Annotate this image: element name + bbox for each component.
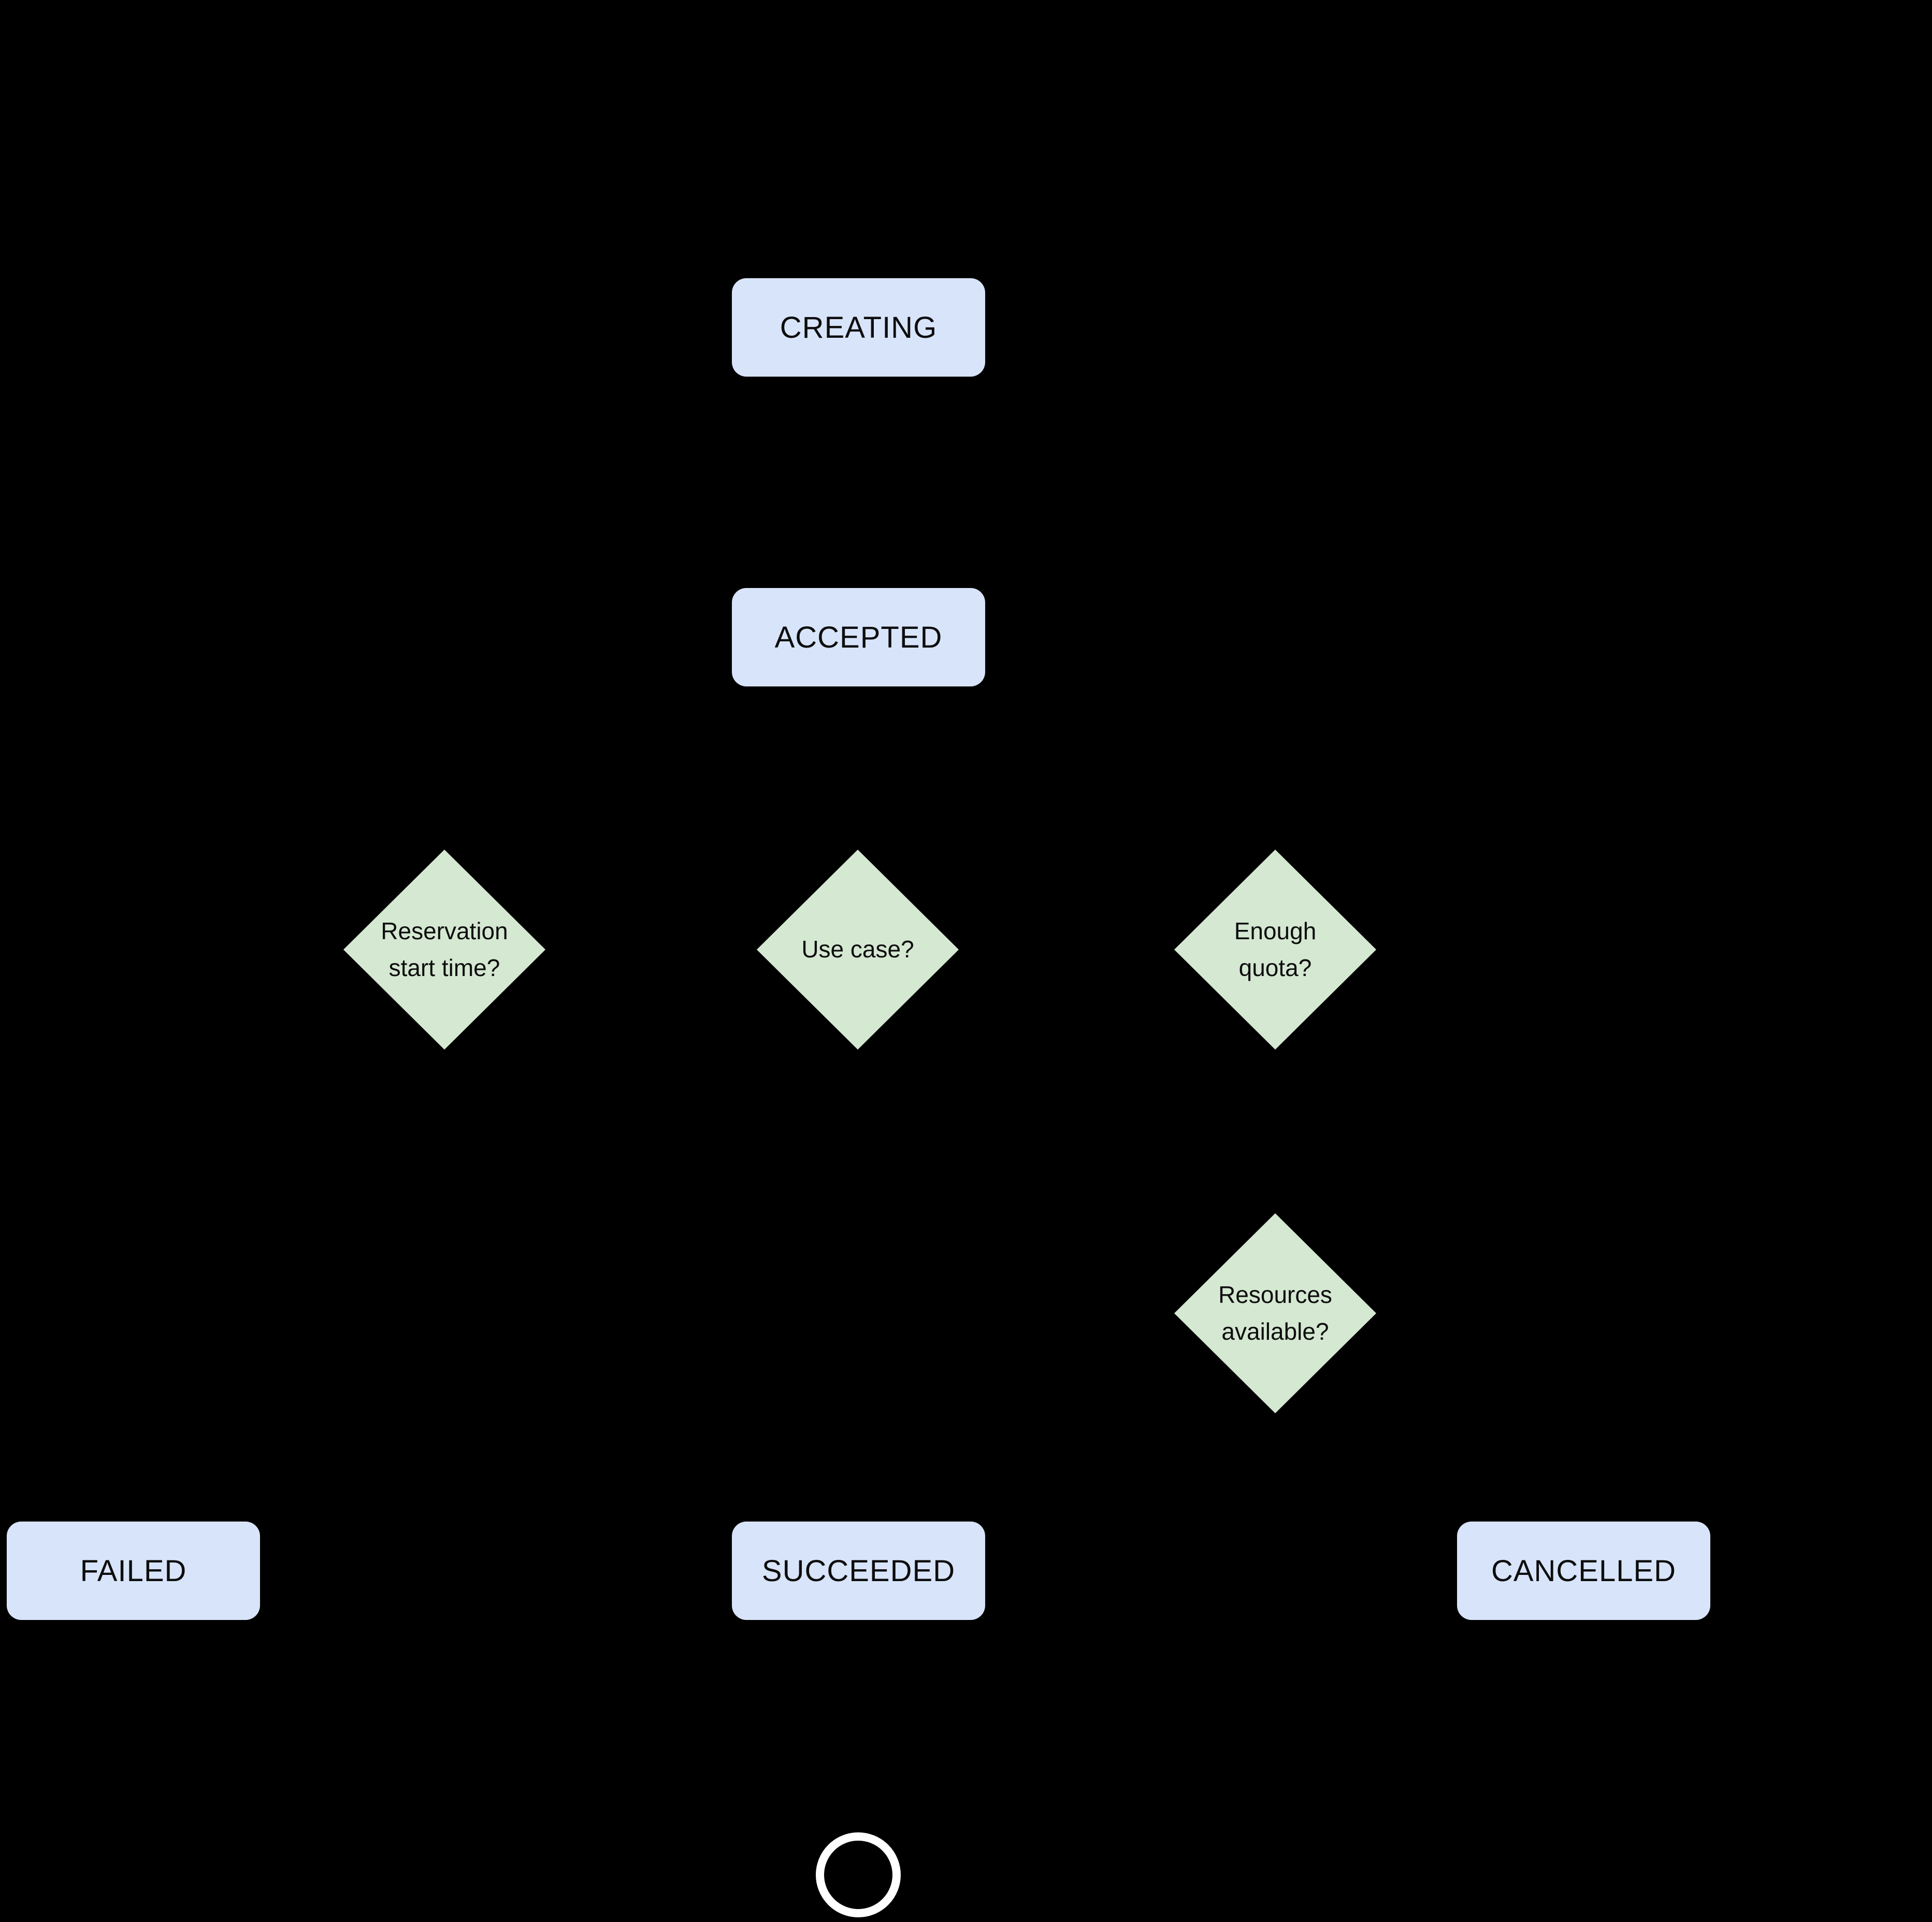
- decision-label-line1: Enough: [1234, 917, 1317, 944]
- state-node-cancelled: CANCELLED: [1457, 1522, 1710, 1620]
- decision-label-line1: Resources: [1218, 1281, 1332, 1308]
- state-node-creating: CREATING: [732, 278, 985, 377]
- decision-node-reservation-start-time: Reservation start time?: [343, 850, 545, 1050]
- state-label-failed: FAILED: [80, 1554, 187, 1588]
- state-label-cancelled: CANCELLED: [1491, 1554, 1677, 1588]
- decision-node-use-case: Use case?: [757, 850, 959, 1050]
- decision-label-line2: start time?: [388, 954, 500, 981]
- state-node-failed: FAILED: [7, 1522, 260, 1620]
- decision-node-resources-available: Resources available?: [1174, 1213, 1376, 1413]
- state-node-accepted: ACCEPTED: [732, 588, 985, 686]
- decision-node-enough-quota: Enough quota?: [1174, 850, 1376, 1050]
- decision-label-line2: quota?: [1238, 954, 1312, 981]
- decision-label-line1: Use case?: [801, 936, 914, 963]
- state-label-accepted: ACCEPTED: [774, 620, 943, 654]
- decision-label-line1: Reservation: [381, 917, 508, 944]
- end-terminator-circle-icon: [816, 1832, 901, 1917]
- decision-label-line2: available?: [1221, 1318, 1329, 1345]
- state-label-creating: CREATING: [780, 310, 938, 345]
- state-label-succeeded: SUCCEEDED: [761, 1554, 956, 1588]
- state-node-succeeded: SUCCEEDED: [732, 1522, 985, 1620]
